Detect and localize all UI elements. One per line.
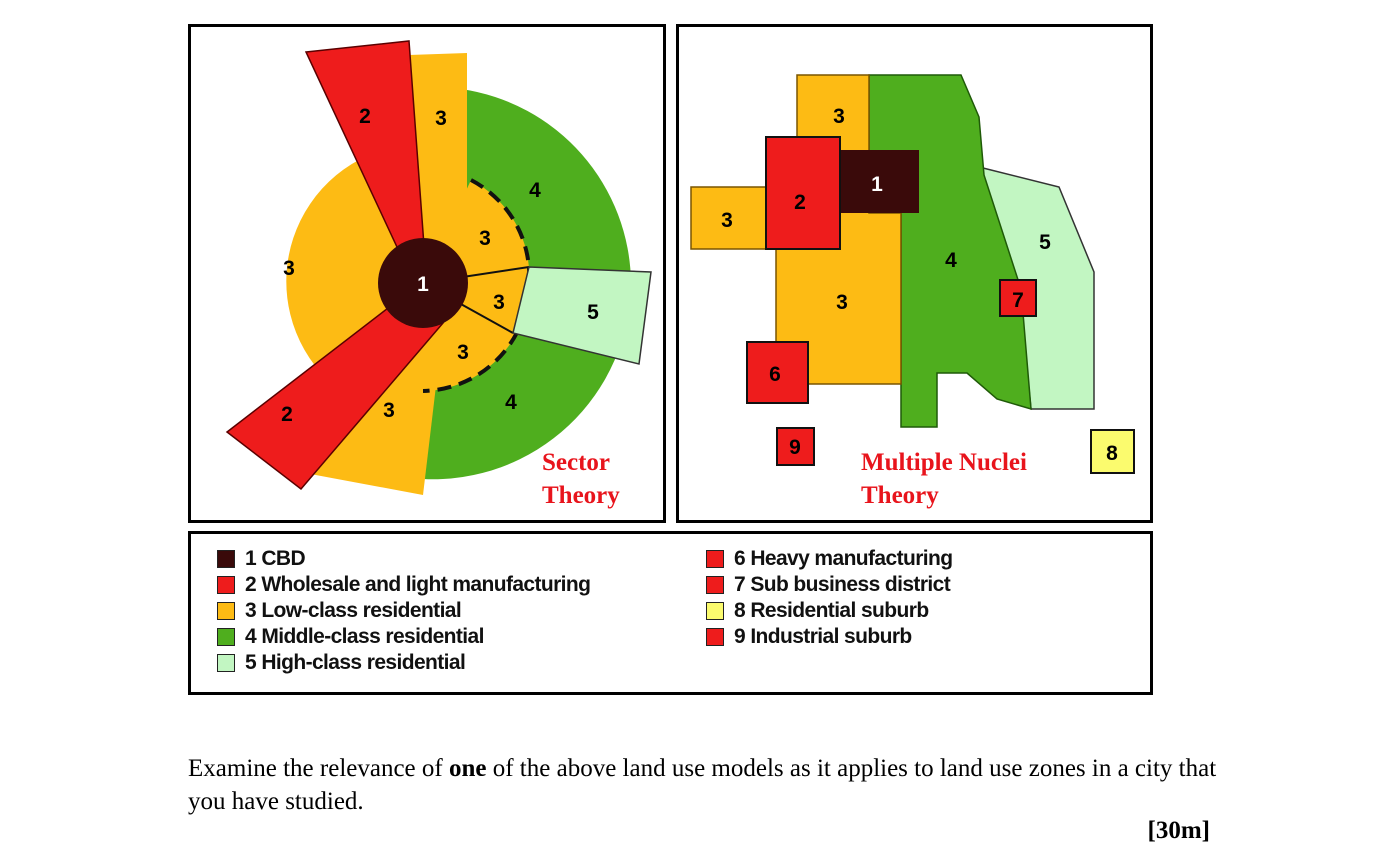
zone-6-heavy-manufacturing [746, 341, 809, 404]
zone-label: 1 [871, 173, 883, 196]
sector-caption-line2: Theory [542, 482, 620, 509]
zone-label: 2 [281, 403, 293, 426]
legend-item: 7 Sub business district [706, 572, 952, 598]
zone-8-residential-suburb [1090, 429, 1135, 474]
legend-column-right: 6 Heavy manufacturing 7 Sub business dis… [706, 546, 953, 650]
multiple-nuclei-diagram: 1 2 3 3 3 4 5 6 7 8 9 [690, 74, 1135, 474]
legend-item: 8 Residential suburb [706, 598, 952, 624]
legend-label: 2 Wholesale and light manufacturing [245, 573, 591, 596]
legend-item: 5 High-class residential [217, 650, 590, 676]
zone-label: 3 [435, 107, 447, 130]
legend-item: 6 Heavy manufacturing [706, 546, 953, 572]
zone-7-sub-business [999, 279, 1037, 317]
zone-label: 5 [1039, 231, 1051, 254]
zone-label: 3 [721, 209, 733, 232]
legend-label: 5 High-class residential [245, 651, 466, 674]
zone-9-industrial-suburb [776, 427, 815, 466]
zone-5-high-class [512, 266, 652, 365]
multiple-nuclei-panel: 1 2 3 3 3 4 5 6 7 8 9 Multiple Nuclei Th… [676, 24, 1153, 523]
legend-swatch [217, 576, 235, 594]
question-emphasis: one [448, 755, 487, 782]
zone-label: 2 [359, 105, 371, 128]
nuclei-caption-line2: Theory [861, 482, 939, 509]
legend-label: 8 Residential suburb [734, 599, 929, 622]
zone-3-left [690, 186, 770, 250]
zone-1-cbd [841, 150, 919, 213]
zone-label: 2 [794, 191, 806, 214]
legend-item: 2 Wholesale and light manufacturing [217, 572, 591, 598]
zone-3-inner-ring [423, 180, 530, 391]
nuclei-caption-line1: Multiple Nuclei [861, 449, 1027, 476]
legend-label: 9 Industrial suburb [734, 625, 912, 648]
legend-swatch [217, 550, 235, 568]
legend-swatch [217, 628, 235, 646]
legend-label: 4 Middle-class residential [245, 625, 484, 648]
legend-label: 3 Low-class residential [245, 599, 462, 622]
zone-1-cbd [378, 238, 468, 328]
zone-label: 4 [505, 391, 517, 414]
zone-label: 4 [945, 249, 957, 272]
zone-label: 3 [833, 105, 845, 128]
legend-label: 7 Sub business district [734, 573, 951, 596]
sector-caption-line1: Sector [542, 449, 611, 476]
zone-label: 5 [587, 301, 599, 324]
sector-theory-panel: 1 2 2 3 3 3 3 3 3 4 4 5 Sector Theory [188, 24, 666, 523]
zone-label: 3 [457, 341, 469, 364]
legend-swatch [217, 602, 235, 620]
zone-label: 3 [479, 227, 491, 250]
zone-label: 8 [1106, 442, 1118, 465]
zone-2-wholesale [765, 136, 841, 250]
zone-label: 7 [1012, 289, 1024, 312]
legend-column-left: 1 CBD 2 Wholesale and light manufacturin… [217, 546, 591, 676]
zone-label: 3 [836, 291, 848, 314]
sector-diagram: 1 2 2 3 3 3 3 3 3 4 4 5 [225, 40, 652, 495]
zone-label: 9 [789, 436, 801, 459]
legend-panel: 1 CBD 2 Wholesale and light manufacturin… [188, 531, 1153, 695]
legend-item: 9 Industrial suburb [706, 624, 952, 650]
question-text-start: Examine the relevance of [188, 755, 449, 782]
legend-swatch [706, 576, 724, 594]
legend-item: 3 Low-class residential [217, 598, 590, 624]
question-text-end: of the above land use models as it appli… [188, 755, 1217, 815]
legend-item: 4 Middle-class residential [217, 624, 590, 650]
zone-label: 4 [529, 179, 541, 202]
marks-label: [30m] [1147, 817, 1210, 844]
zone-label: 3 [383, 399, 395, 422]
legend-label: 1 CBD [245, 547, 306, 570]
legend-item: 1 CBD [217, 546, 590, 572]
sector-caption: Sector Theory [542, 446, 620, 512]
zone-label: 3 [493, 291, 505, 314]
zone-label: 3 [283, 257, 295, 280]
legend-swatch [706, 550, 724, 568]
zone-label: 1 [417, 273, 429, 296]
question-text: Examine the relevance of one of the abov… [188, 752, 1218, 818]
legend-label: 6 Heavy manufacturing [734, 547, 953, 570]
nuclei-caption: Multiple Nuclei Theory [861, 446, 1027, 512]
legend-swatch [706, 602, 724, 620]
legend-swatch [706, 628, 724, 646]
zone-label: 6 [769, 363, 781, 386]
legend-swatch [217, 654, 235, 672]
